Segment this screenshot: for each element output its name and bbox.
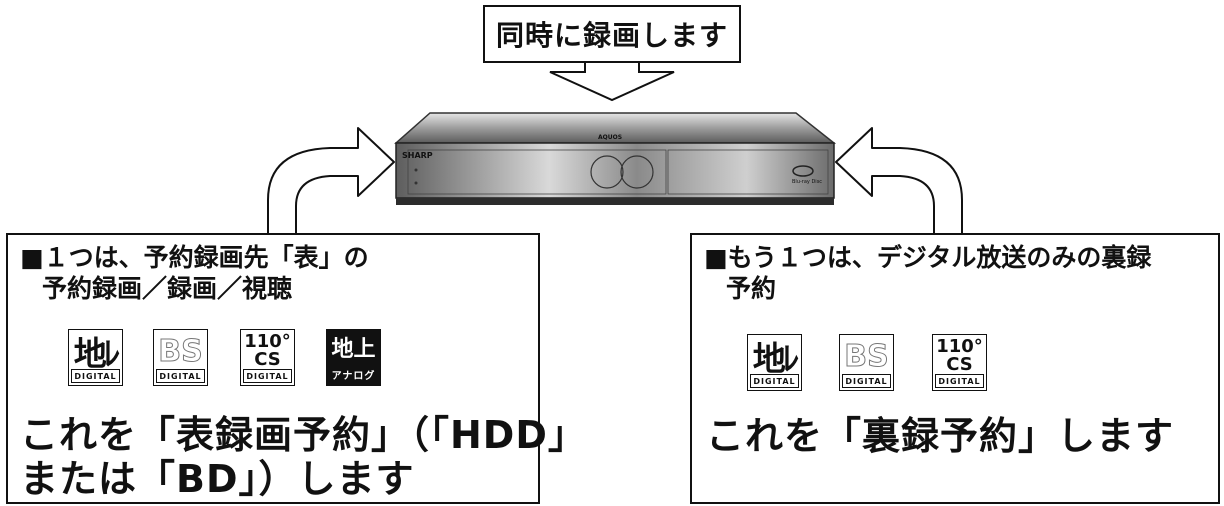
disc-logo: Blu-ray Disc xyxy=(792,179,823,185)
logo-main-text: BS xyxy=(158,333,203,369)
logo-sub-text: アナログ xyxy=(329,368,378,382)
logo-main-line2: CS xyxy=(946,354,973,375)
logo-main-text: 110° CS xyxy=(241,331,294,371)
cs-digital-logo: 110° CS DIGITAL xyxy=(240,329,295,386)
chideji-digital-logo: 地ﾚ DIGITAL xyxy=(68,329,123,386)
right-heading-line1: ■もう１つは、デジタル放送のみの裏録 xyxy=(704,243,1152,272)
left-body-line1: これを「表録画予約」（「HDD」 xyxy=(20,413,587,457)
bs-digital-logo: BS DIGITAL xyxy=(839,334,894,391)
logo-sub-text: DIGITAL xyxy=(156,369,205,383)
left-body-line2: または「BD」）します xyxy=(20,457,415,501)
logo-sub-text: DIGITAL xyxy=(750,374,799,388)
logo-sub-text: DIGITAL xyxy=(935,374,984,388)
left-heading-line1: ■１つは、予約録画先「表」の xyxy=(20,243,369,272)
logo-main-text: 地ﾚ xyxy=(752,339,800,378)
top-label: 同時に録画します xyxy=(483,5,741,63)
logo-main-line2: CS xyxy=(254,349,281,370)
model-mark: AQUOS xyxy=(598,134,623,141)
right-curved-arrow-icon xyxy=(835,127,963,233)
brand-label: SHARP xyxy=(402,151,433,160)
logo-main-line1: 110° xyxy=(936,336,983,357)
left-heading-line2: 予約録画／録画／視聴 xyxy=(42,274,293,303)
right-body-line1: これを「裏録予約」します xyxy=(706,414,1175,458)
cs-digital-logo: 110° CS DIGITAL xyxy=(932,334,987,391)
left-curved-arrow-icon xyxy=(267,127,395,233)
bs-digital-logo: BS DIGITAL xyxy=(153,329,208,386)
logo-main-line1: 110° xyxy=(244,331,291,352)
logo-main-text: BS xyxy=(844,338,889,374)
logo-sub-text: DIGITAL xyxy=(71,369,120,383)
logo-main-text: 110° CS xyxy=(933,336,986,376)
logo-sub-text: DIGITAL xyxy=(842,374,891,388)
logo-main-text: 地上 xyxy=(331,337,376,362)
logo-main-text: 地ﾚ xyxy=(73,334,121,373)
down-arrow-icon xyxy=(549,63,675,102)
chijo-analog-logo: 地上 アナログ xyxy=(326,329,381,386)
recorder-device xyxy=(394,112,837,205)
logo-sub-text: DIGITAL xyxy=(243,369,292,383)
chideji-digital-logo: 地ﾚ DIGITAL xyxy=(747,334,802,391)
right-heading-line2: 予約 xyxy=(726,274,777,303)
